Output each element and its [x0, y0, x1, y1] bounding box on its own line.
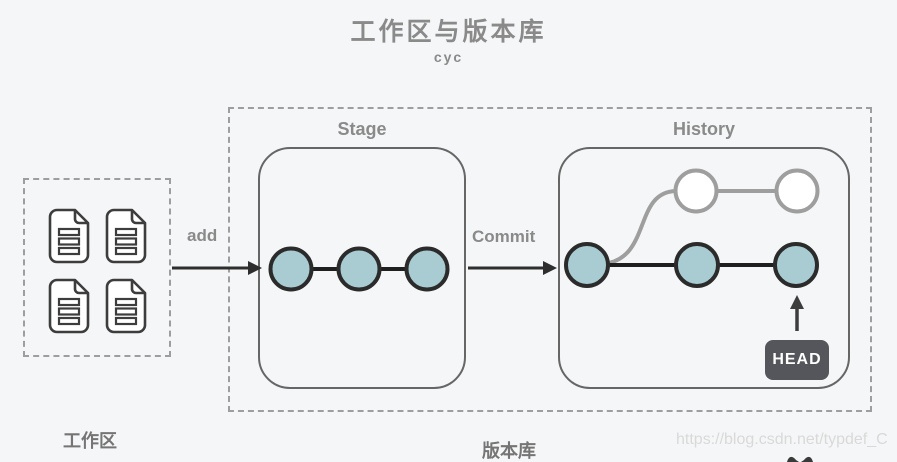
repository-caption: 版本库	[482, 441, 536, 461]
logo-fragment-icon	[787, 456, 813, 462]
add-arrow-label: add	[187, 226, 218, 245]
document-icon	[105, 208, 147, 264]
commit-arrow-label: Commit	[472, 227, 536, 246]
watermark-text: https://blog.csdn.net/typdef_C	[676, 431, 888, 448]
document-icon	[48, 208, 90, 264]
document-icon	[105, 278, 147, 334]
workspace-box	[23, 178, 171, 357]
page-title: 工作区与版本库	[350, 18, 547, 46]
workspace-caption: 工作区	[63, 431, 117, 451]
history-label: History	[672, 119, 735, 139]
stage-label: Stage	[337, 119, 387, 139]
repository-box	[228, 107, 872, 412]
head-badge: HEAD	[765, 340, 829, 380]
document-icon	[48, 278, 90, 334]
stage-box	[258, 147, 466, 389]
history-box	[558, 147, 850, 389]
page-subtitle: cyc	[433, 49, 464, 65]
